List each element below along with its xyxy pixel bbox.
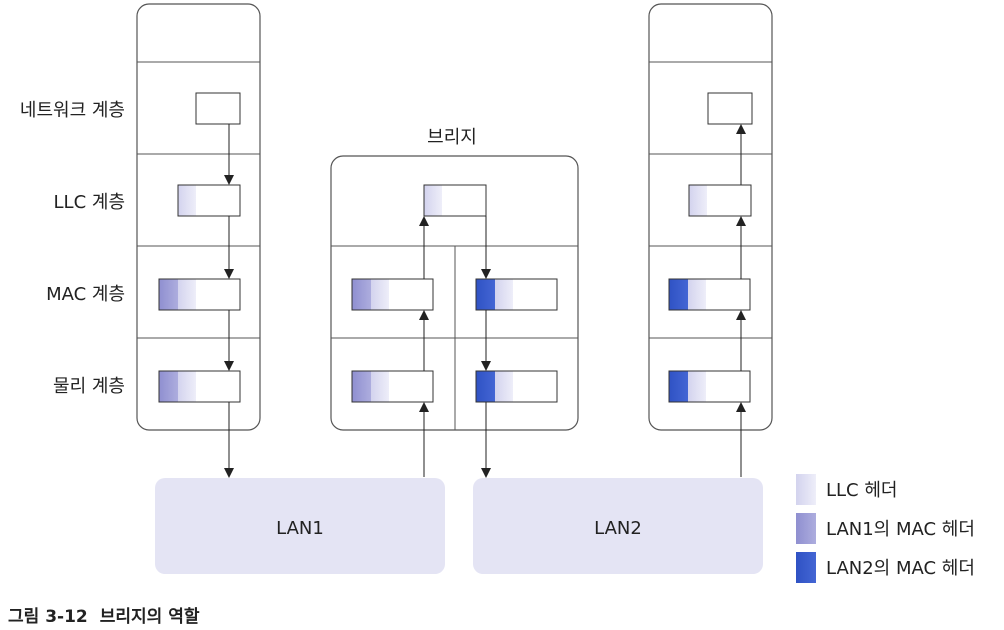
bridge-box [330,155,579,478]
legend-label-llc: LLC 헤더 [826,480,897,501]
caption-title: 브리지의 역할 [100,607,200,627]
bridge-title: 브리지 [427,127,477,148]
lan2-segment: LAN2 [473,478,763,574]
right-llc-frame [688,184,752,217]
right-mac-frame [668,278,751,311]
legend-label-lan2-mac: LAN2의 MAC 헤더 [826,558,975,579]
left-llc-frame [177,184,241,217]
bridge-llc-frame [423,184,487,217]
figure-caption: 그림 3-12 브리지의 역할 [8,607,200,627]
right-host-stack [648,3,773,477]
legend-swatch-lan2-mac [796,552,816,583]
layer-label-physical: 물리 계층 [53,376,125,397]
right-physical-frame [668,370,751,403]
bridge-lan2-physical-frame [475,370,558,403]
left-host-stack [136,3,261,478]
right-network-frame [707,92,753,125]
legend: LLC 헤더 LAN1의 MAC 헤더 LAN2의 MAC 헤더 [796,474,975,583]
legend-swatch-lan1-mac [796,513,816,544]
layer-label-llc: LLC 계층 [54,192,125,213]
bridge-lan1-physical-frame [351,370,434,403]
lan2-label: LAN2 [594,518,642,539]
lan1-label: LAN1 [276,518,324,539]
bridge-lan1-mac-frame [351,278,434,311]
legend-swatch-llc [796,474,816,505]
layer-label-mac: MAC 계층 [46,284,125,305]
legend-label-lan1-mac: LAN1의 MAC 헤더 [826,519,975,540]
layer-label-network: 네트워크 계층 [20,100,125,121]
caption-number: 그림 3-12 브리지의 역할 [8,607,200,627]
bridge-lan2-mac-frame [475,278,558,311]
left-physical-frame [158,370,241,403]
left-network-frame [195,92,241,125]
left-mac-frame [158,278,241,311]
caption-number-text: 그림 3-12 [8,607,88,627]
lan1-segment: LAN1 [155,478,445,574]
